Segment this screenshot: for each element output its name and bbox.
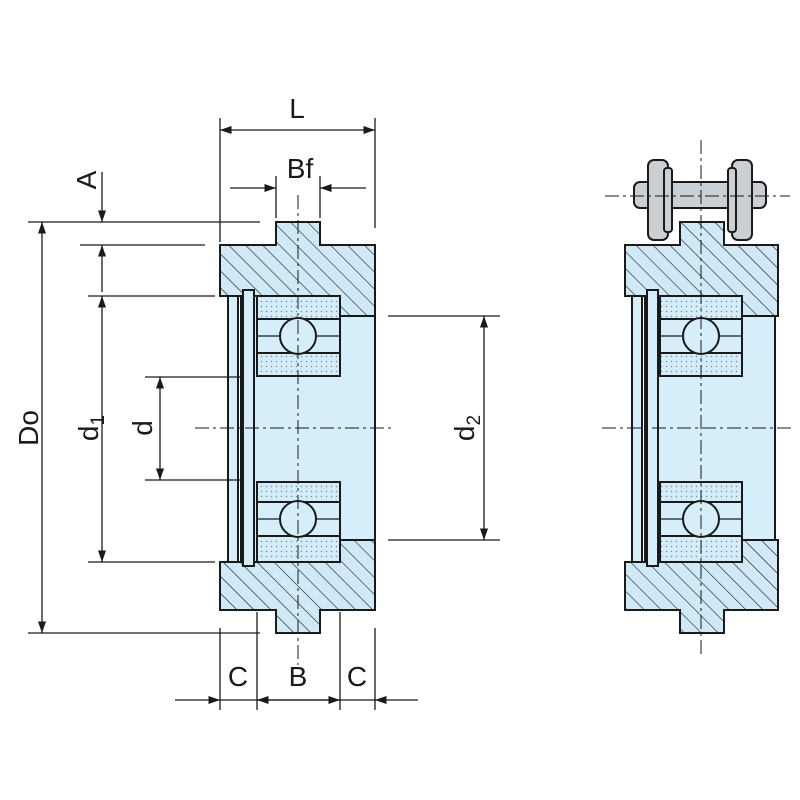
chain-view (602, 140, 795, 655)
dim-B-label: B (289, 661, 308, 692)
dim-d2-subscript: 2 (464, 415, 485, 426)
dim-d1-subscript: 1 (88, 415, 109, 426)
dim-d-label: d (127, 420, 158, 436)
dim-C-right-label: C (347, 661, 367, 692)
dim-L-label: L (289, 93, 305, 124)
section-view (195, 195, 395, 665)
dim-d2-label: d2 (449, 415, 485, 441)
dim-d2-text: d (449, 426, 480, 442)
dim-C-left-label: C (228, 661, 248, 692)
dim-Do-label: Do (13, 410, 44, 446)
dim-A-label: A (71, 170, 102, 189)
dimensions: L Bf A Do d1 d d2 (13, 93, 500, 710)
dim-Bf-label: Bf (287, 153, 314, 184)
roller-chain (633, 159, 767, 241)
dim-d1-label: d1 (73, 415, 109, 441)
cover-plate (227, 295, 239, 563)
dim-d1-text: d (73, 426, 104, 442)
